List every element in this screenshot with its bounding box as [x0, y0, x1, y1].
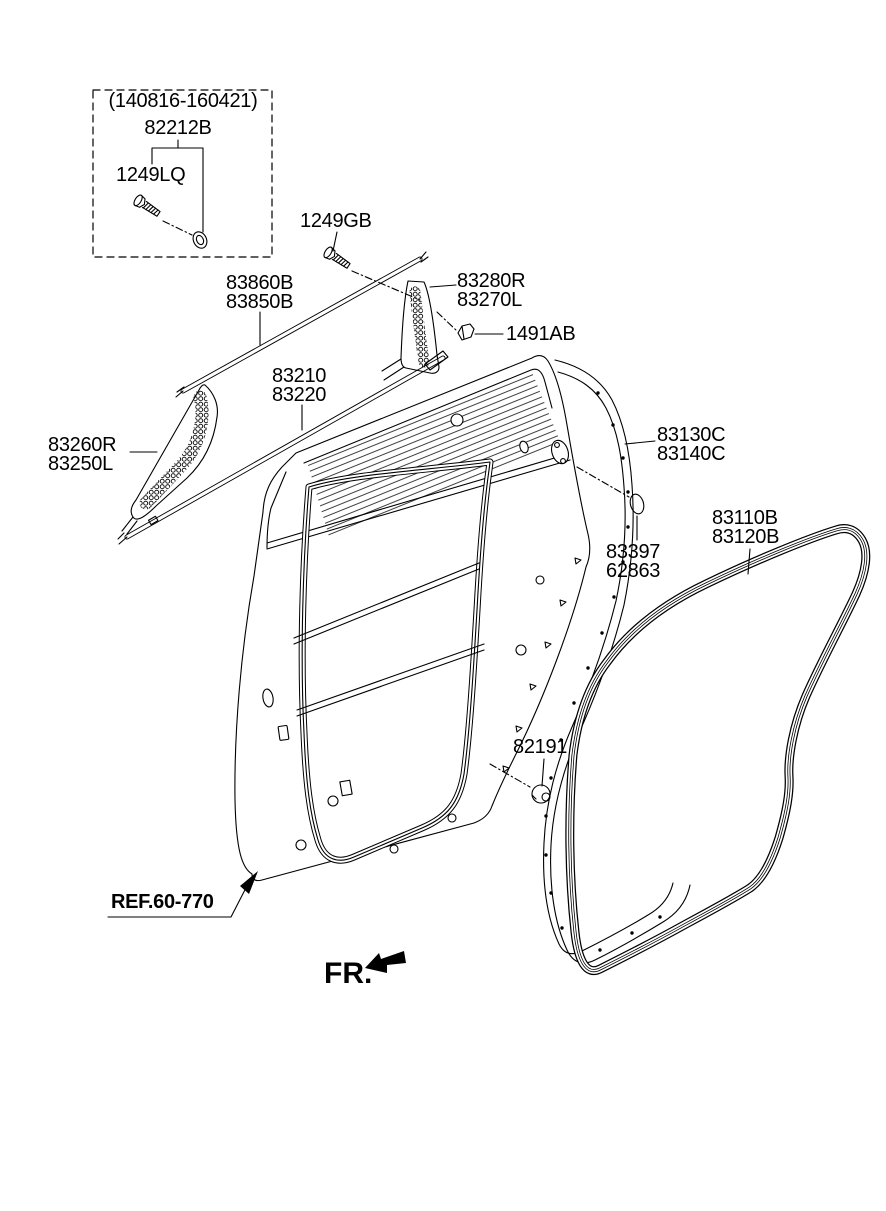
front-direction-arrow-icon [365, 951, 406, 973]
label-83397-62863: 83397 62863 [606, 541, 661, 582]
bolt-1249lq-icon [131, 193, 163, 220]
quadrant-seal-left [121, 384, 218, 535]
body-weatherstrip-loop [570, 529, 866, 971]
label-83110b: 83110B [712, 507, 778, 529]
label-62863: 62863 [606, 560, 661, 582]
bolt-1249gb-icon [321, 245, 353, 272]
door-frame-moulding-band [543, 359, 691, 964]
label-83130c: 83130C [657, 424, 726, 446]
assembly-dash-lines [351, 270, 630, 788]
o-ring-icon [192, 231, 208, 249]
label-1249gb: 1249GB [300, 210, 372, 232]
label-83260r: 83260R [48, 434, 117, 456]
label-83140c: 83140C [657, 443, 726, 465]
kit-dash-line [162, 220, 193, 236]
label-ref-60-770: REF.60-770 [111, 891, 214, 913]
label-83397: 83397 [606, 541, 661, 563]
label-83210-83220: 83210 83220 [272, 365, 327, 406]
label-82191: 82191 [513, 736, 568, 758]
label-83220: 83220 [272, 384, 327, 406]
label-83270l: 83270L [457, 289, 522, 311]
reference-kit-box [92, 89, 273, 258]
rear-edge-clip-ticks [502, 557, 582, 773]
leader-lines [129, 231, 751, 787]
label-83850b: 83850B [226, 291, 294, 313]
ref-pointer-arrow-icon [107, 871, 258, 918]
belt-moulding-83860-strip [175, 251, 429, 398]
window-channel-hatch [308, 372, 562, 540]
label-1249lq: 1249LQ [116, 164, 186, 186]
label-83860b-83850b: 83860B 83850B [226, 272, 294, 313]
retainer-clip-icon [457, 323, 475, 341]
label-83260r-83250l: 83260R 83250L [48, 434, 117, 475]
grommet-plug-icon [531, 784, 551, 804]
oval-fastener-icon [629, 493, 645, 515]
impact-beams [293, 562, 485, 717]
label-83110b-83120b: 83110B 83120B [712, 507, 780, 548]
label-1491ab: 1491AB [506, 323, 576, 345]
moulding-clip-dots [544, 391, 662, 952]
label-83280r-83270l: 83280R 83270L [457, 270, 526, 311]
label-83130c-83140c: 83130C 83140C [657, 424, 726, 465]
belt-line [266, 453, 571, 550]
label-83120b: 83120B [712, 526, 780, 548]
label-83860b: 83860B [226, 272, 294, 294]
label-83280r: 83280R [457, 270, 526, 292]
label-date-range: (140816-160421) [108, 90, 258, 112]
quadrant-seal-center [381, 280, 440, 381]
label-fr: FR. [324, 957, 373, 990]
label-82212b: 82212B [144, 117, 212, 139]
panel-holes [262, 413, 570, 854]
label-83210: 83210 [272, 365, 327, 387]
door-panel [234, 355, 591, 882]
label-83250l: 83250L [48, 453, 113, 475]
